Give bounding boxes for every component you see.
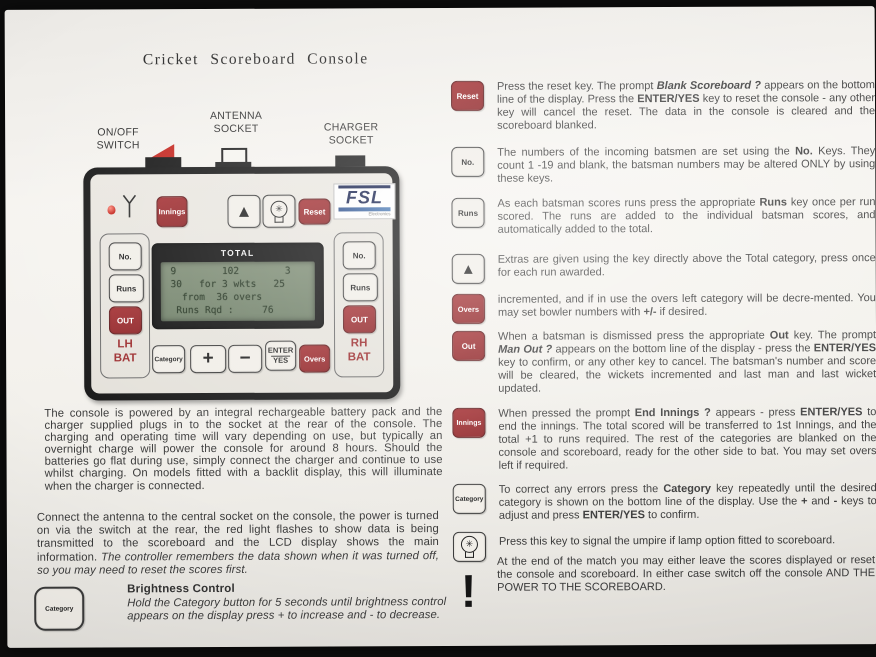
brightness-heading: Brightness Control [127,582,235,596]
brightness-body: Hold the Category button for 5 seconds u… [127,595,447,623]
lcd-line: from 36 overs [164,291,263,304]
instruction-reset: Reset Press the reset key. The prompt Bl… [450,79,875,132]
category-key-icon: Category [452,483,486,514]
out-key-icon: Out [452,330,486,361]
instruction-out: Out When a batsman is dismissed press th… [452,329,876,395]
lamp-icon: ✳ [460,535,478,558]
console-diagram: Innings ▲ ✳ Reset FSL Electronics No. Ru… [83,166,401,401]
out-key-left: OUT [108,306,143,335]
runs-key-left: Runs [108,274,144,303]
warning-icon: ! [460,564,477,617]
lcd-line: 9 102 3 [164,265,291,278]
rh-bat-label: RH BAT [347,337,371,364]
instruction-overs: Overs incremented, and if in use the ove… [451,292,876,324]
category-key-illustration: Category [34,586,85,631]
instruction-runs: Runs As each batsman scores runs press t… [451,196,876,237]
fsl-logo-text: FSL [345,187,383,208]
lamp-icon: ✳ [270,200,288,223]
extras-key: ▲ [227,194,261,228]
lh-bat-label: LH BAT [113,338,137,365]
total-display: TOTAL 9 102 3 30 for 3 wkts 25 from 36 o… [151,242,325,330]
instruction-innings: Innings When pressed the prompt End Inni… [452,406,876,472]
fsl-logo: FSL Electronics [333,183,396,219]
left-key-group: No. Runs OUT LH BAT [99,233,151,379]
out-key-right: OUT [342,305,377,334]
label-charger-socket: CHARGER SOCKET [323,121,379,147]
instruction-category: Category To correct any errors press the… [452,482,876,523]
label-onoff-switch: ON/OFF SWITCH [96,126,140,152]
minus-key: − [228,344,263,373]
data-led-icon [107,205,116,215]
plus-key: + [190,344,227,374]
runs-key-icon: Runs [451,197,485,228]
label-antenna-socket: ANTENNA SOCKET [209,109,263,136]
enter-yes-key: ENTER YES [265,340,297,371]
antenna-icon [122,194,137,218]
overs-key: Overs [299,344,331,373]
paragraph-antenna: Connect the antenna to the central socke… [36,510,440,577]
reset-key-icon: Reset [450,80,485,111]
lcd-line: 30 for 3 wkts 25 [164,278,285,291]
runs-key-right: Runs [342,273,378,302]
instruction-no: No. The numbers of the incoming batsmen … [451,145,875,186]
paragraph-power: The console is powered by an integral re… [44,405,443,493]
category-key: Category [152,345,186,374]
lcd-screen: 9 102 3 30 for 3 wkts 25 from 36 overs R… [160,261,315,322]
total-display-header: TOTAL [220,247,255,258]
instruction-power-off: ! At the end of the match you may either… [460,554,876,617]
extras-key-icon: ▲ [451,253,485,284]
right-key-group: No. Runs OUT RH BAT [333,232,385,378]
no-key-icon: No. [451,146,485,177]
instruction-extras: ▲ Extras are given using the key directl… [451,252,876,284]
no-key-right: No. [342,241,376,270]
fsl-logo-sub: Electronics [368,210,391,216]
page-title: Cricket Scoreboard Console [142,50,369,69]
lcd-line: Runs Rqd : 76 [164,304,274,317]
manual-page: Cricket Scoreboard Console ON/OFF SWITCH… [4,6,876,648]
lamp-key: ✳ [262,194,296,228]
charger-socket [335,155,366,167]
console-panel: Innings ▲ ✳ Reset FSL Electronics No. Ru… [90,173,396,394]
overs-key-icon: Overs [451,293,485,324]
innings-key-icon: Innings [452,407,486,438]
reset-key: Reset [298,198,331,225]
no-key-left: No. [108,242,142,271]
innings-key: Innings [156,196,188,228]
